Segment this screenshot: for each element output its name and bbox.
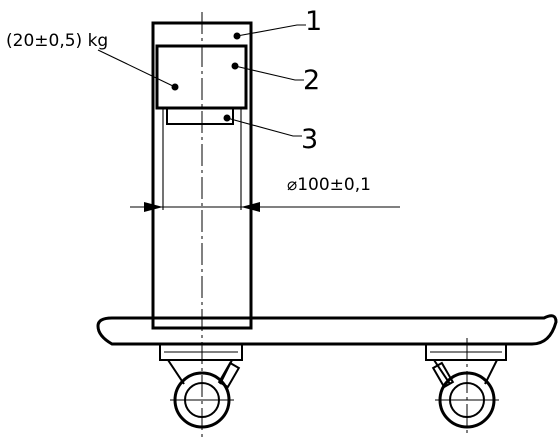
- mass-label: (20±0,5) kg: [6, 31, 108, 51]
- right-wheel: [435, 338, 499, 437]
- cylinder-body: [151, 21, 253, 330]
- leader-1-dot: [233, 32, 241, 40]
- leader-3: [226, 117, 302, 137]
- mass-leader-dot: [171, 83, 179, 91]
- callout-1: 1: [305, 6, 322, 37]
- arrow-left: [144, 202, 163, 212]
- left-wheel: [170, 371, 234, 429]
- diameter-label: ⌀100±0,1: [287, 175, 371, 195]
- leader-1: [236, 24, 306, 37]
- pad: [166, 107, 234, 125]
- left-truck: [159, 343, 243, 389]
- arrow-right: [241, 202, 260, 212]
- right-truck: [425, 343, 507, 389]
- callout-3: 3: [301, 124, 318, 155]
- leader-2: [234, 65, 304, 81]
- leader-3-dot: [223, 114, 231, 122]
- callout-2: 2: [303, 65, 320, 96]
- leader-2-dot: [231, 62, 239, 70]
- skateboard-deck: [96, 314, 558, 346]
- mass-leader: [97, 49, 176, 88]
